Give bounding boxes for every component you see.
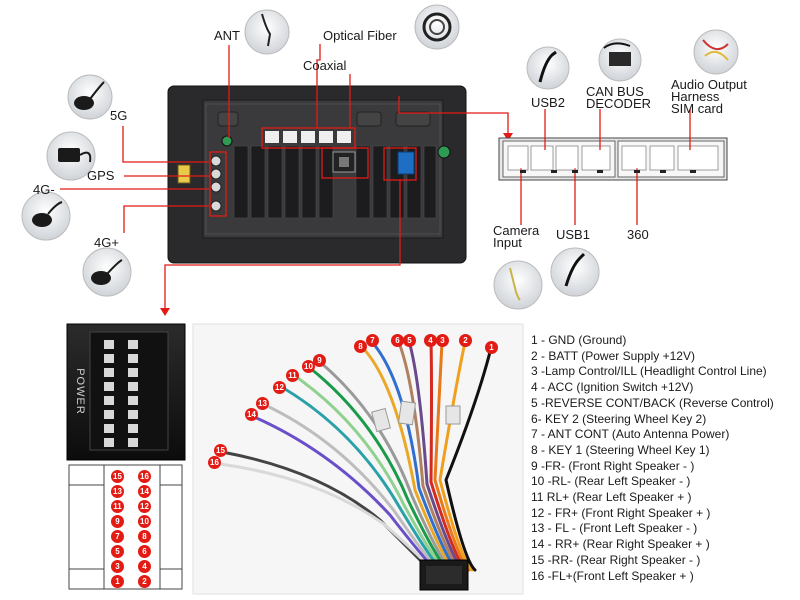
audio-output-label: Audio Output Harness SIM card xyxy=(671,77,747,116)
wire-marker-14: 14 xyxy=(245,408,258,421)
power-connector xyxy=(66,323,186,461)
wiring-harness xyxy=(192,323,524,595)
pin-description: 5 -REVERSE CONT/BACK (Reverse Control) xyxy=(531,395,774,410)
canbus-decoder-photo xyxy=(598,38,642,82)
pin-description: 11 RL+ (Rear Left Speaker + ) xyxy=(531,490,692,505)
wire-marker-10: 10 xyxy=(302,360,315,373)
grid-pin-4: 4 xyxy=(138,560,151,573)
pin-description: 14 - RR+ (Rear Right Speaker + ) xyxy=(531,537,710,552)
wire-marker-1: 1 xyxy=(485,341,498,354)
wire-marker-12: 12 xyxy=(273,381,286,394)
wire-marker-15: 15 xyxy=(214,444,227,457)
grid-pin-5: 5 xyxy=(111,545,124,558)
grid-pin-6: 6 xyxy=(138,545,151,558)
5g-label: 5G xyxy=(110,108,128,123)
grid-pin-15: 15 xyxy=(111,470,124,483)
optical-fiber-photo xyxy=(414,4,460,50)
pin-description: 16 -FL+(Front Left Speaker + ) xyxy=(531,568,694,583)
gps-label: GPS xyxy=(87,168,115,183)
pin-description: 4 - ACC (Ignition Switch +12V) xyxy=(531,380,694,395)
wire-marker-6: 6 xyxy=(391,334,404,347)
wire-marker-3: 3 xyxy=(436,334,449,347)
grid-pin-1: 1 xyxy=(111,575,124,588)
usb1-cable-photo xyxy=(550,247,600,297)
arrowheads xyxy=(160,133,513,316)
wire-marker-7: 7 xyxy=(366,334,379,347)
grid-pin-14: 14 xyxy=(138,485,151,498)
ant-cable-photo xyxy=(244,9,290,55)
wire-marker-2: 2 xyxy=(459,334,472,347)
grid-pin-9: 9 xyxy=(111,515,124,528)
grid-pin-13: 13 xyxy=(111,485,124,498)
4g-plus-label: 4G+ xyxy=(94,235,119,250)
pin-description: 2 - BATT (Power Supply +12V) xyxy=(531,348,695,363)
pin-description-list: 1 - GND (Ground) 2 - BATT (Power Supply … xyxy=(531,333,774,584)
canbus-label-line-1: CAN BUS xyxy=(586,84,644,99)
audio-output-line-3: SIM card xyxy=(671,101,724,116)
grid-pin-2: 2 xyxy=(138,575,151,588)
wire-marker-13: 13 xyxy=(256,397,269,410)
pin-description: 3 -Lamp Control/ILL (Headlight Control L… xyxy=(531,364,767,379)
camera-input-line-1: Camera xyxy=(493,223,540,238)
pin-description: 9 -FR- (Front Right Speaker - ) xyxy=(531,458,695,473)
audio-output-line-2: Harness xyxy=(671,89,720,104)
pin-description: 12 - FR+ (Front Right Speaker + ) xyxy=(531,505,711,520)
4g-minus-label: 4G- xyxy=(33,182,55,197)
audio-output-harness-photo xyxy=(693,29,739,75)
360-label: 360 xyxy=(627,227,649,242)
pin-description: 8 - KEY 1 (Steering Wheel Key 1) xyxy=(531,442,710,457)
grid-pin-10: 10 xyxy=(138,515,151,528)
wire-marker-16: 16 xyxy=(208,456,221,469)
grid-pin-12: 12 xyxy=(138,500,151,513)
pin-description: 10 -RL- (Rear Left Speaker - ) xyxy=(531,474,691,489)
wire-marker-9: 9 xyxy=(313,354,326,367)
usb1-label: USB1 xyxy=(556,227,590,242)
4g-minus-antenna-photo xyxy=(21,191,71,241)
grid-pin-3: 3 xyxy=(111,560,124,573)
canbus-decoder-label: CAN BUS DECODER xyxy=(586,84,652,111)
audio-output-line-1: Audio Output xyxy=(671,77,747,92)
head-unit-rear-panel xyxy=(167,85,467,264)
usb2-label: USB2 xyxy=(531,95,565,110)
power-connector-label: POWER xyxy=(73,368,86,415)
wire-marker-8: 8 xyxy=(354,340,367,353)
pin-description: 13 - FL - (Front Left Speaker - ) xyxy=(531,521,698,536)
coaxial-label: Coaxial xyxy=(303,58,347,73)
wire-marker-11: 11 xyxy=(286,369,299,382)
usb2-cable-photo xyxy=(526,46,570,90)
camera-input-line-2: Input xyxy=(493,235,522,250)
5g-antenna-photo xyxy=(67,74,113,120)
grid-pin-11: 11 xyxy=(111,500,124,513)
pin-description: 1 - GND (Ground) xyxy=(531,333,627,347)
gps-antenna-photo xyxy=(46,131,96,181)
camera-input-label: Camera Input xyxy=(493,223,540,250)
pin-description: 7 - ANT CONT (Auto Antenna Power) xyxy=(531,427,730,442)
wire-marker-5: 5 xyxy=(403,334,416,347)
rear-connector-panel xyxy=(498,109,728,225)
pinout-grid xyxy=(68,464,183,590)
grid-pin-8: 8 xyxy=(138,530,151,543)
ant-label: ANT xyxy=(214,28,240,43)
canbus-label-line-2: DECODER xyxy=(586,96,652,111)
wire-marker-4: 4 xyxy=(424,334,437,347)
grid-pin-16: 16 xyxy=(138,470,151,483)
pin-description: 6- KEY 2 (Steering Wheel Key 2) xyxy=(531,411,707,426)
leader-lines xyxy=(60,44,509,310)
camera-input-cable-photo xyxy=(493,260,543,310)
pin-description: 15 -RR- (Rear Right Speaker - ) xyxy=(531,552,701,567)
4g-plus-antenna-photo xyxy=(82,247,132,297)
optical-fiber-label: Optical Fiber xyxy=(323,28,397,43)
grid-pin-7: 7 xyxy=(111,530,124,543)
